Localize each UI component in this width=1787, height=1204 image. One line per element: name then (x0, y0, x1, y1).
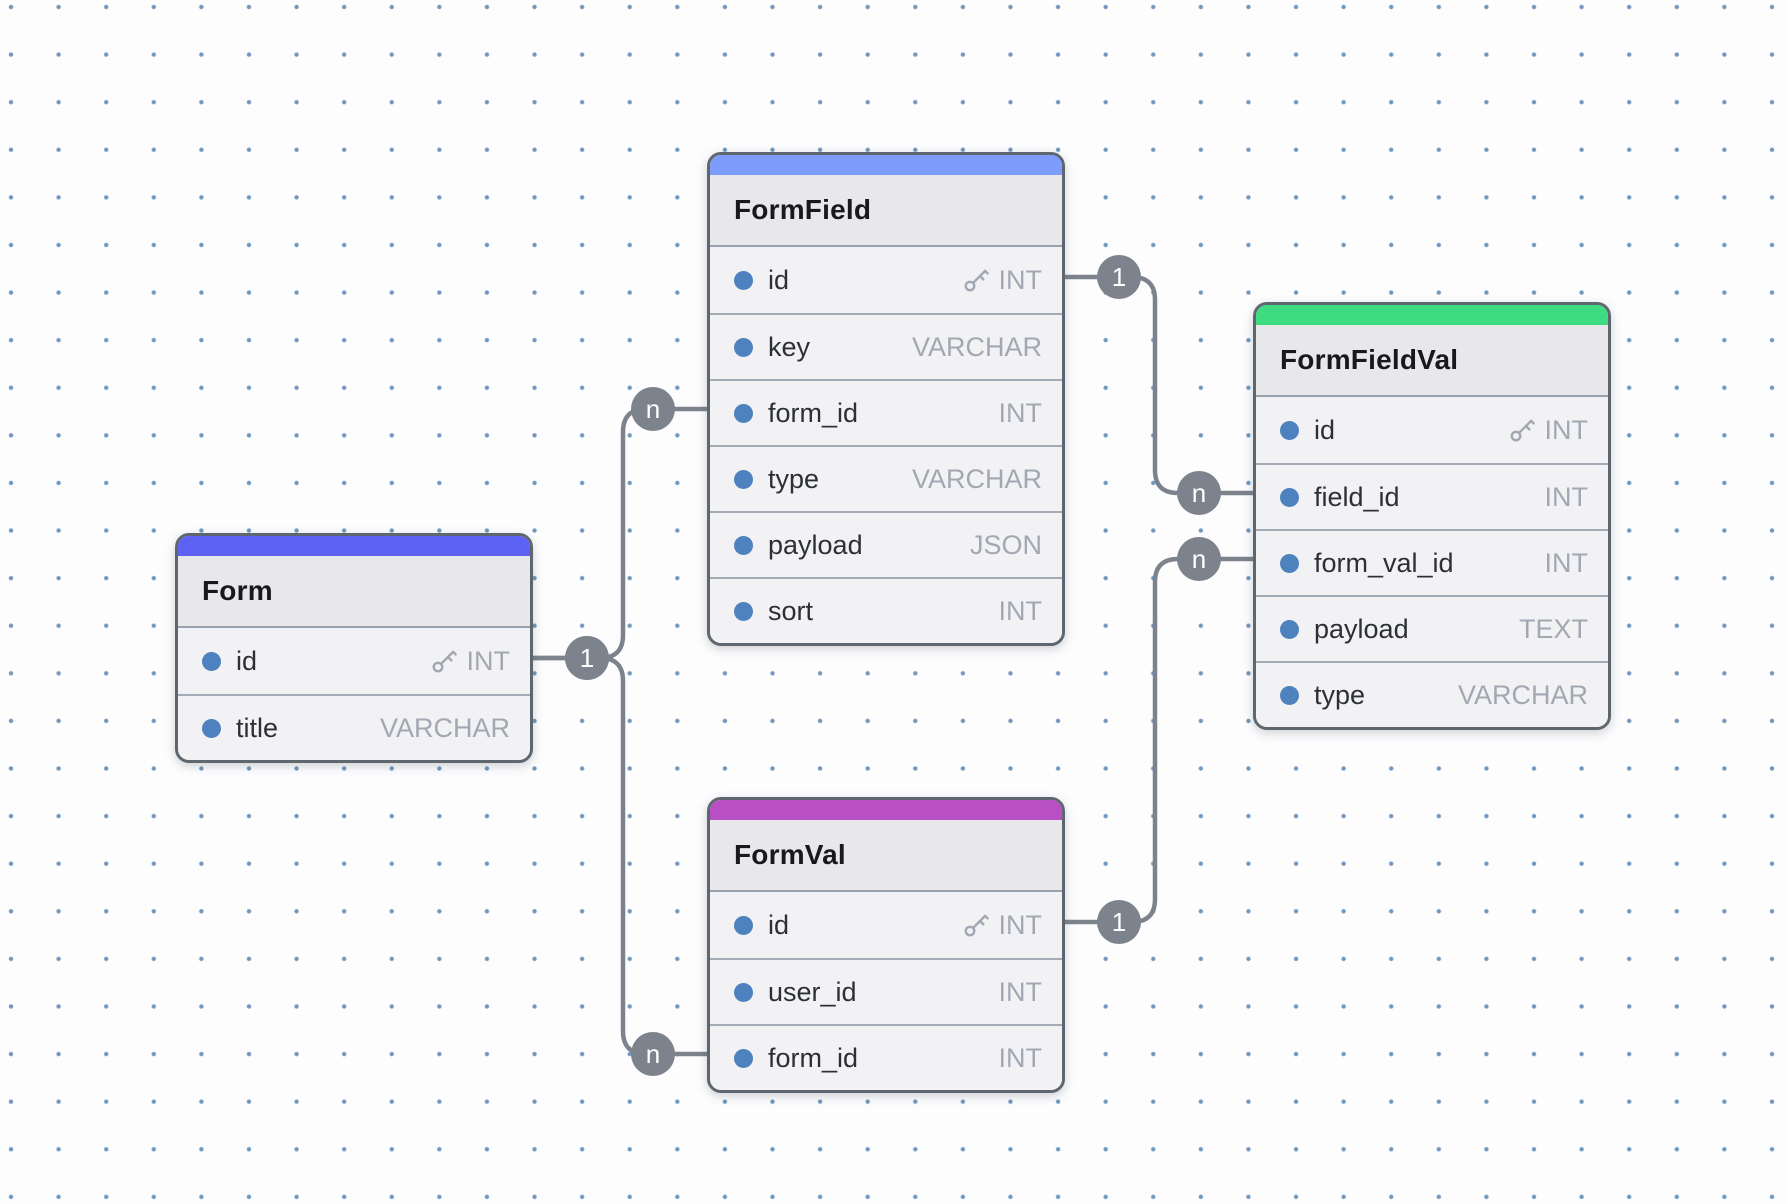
field-name: user_id (768, 976, 857, 1007)
table-title: FormFieldVal (1280, 344, 1459, 375)
field-row: title VARCHAR (178, 694, 530, 760)
field-name: id (768, 264, 790, 295)
field-type: VARCHAR (911, 331, 1042, 362)
field-type: INT (1544, 414, 1589, 445)
field-row: form_id INT (710, 1024, 1062, 1090)
table-title: Form (202, 575, 273, 606)
field-row: type VARCHAR (710, 445, 1062, 511)
field-type: INT (998, 264, 1043, 295)
field-type: VARCHAR (379, 712, 510, 743)
field-type: INT (1544, 547, 1589, 578)
field-row: user_id INT (710, 958, 1062, 1024)
field-type: INT (466, 645, 511, 676)
field-type: INT (998, 1042, 1043, 1073)
cardinality-badge: 1 (1097, 900, 1141, 944)
relationship-line[interactable] (1062, 274, 1256, 496)
table-title: FormVal (734, 839, 846, 870)
table-header: FormVal (710, 820, 1062, 892)
field-dot-icon (734, 982, 753, 1002)
table-title: FormField (734, 194, 872, 225)
field-row: id INT (710, 892, 1062, 958)
table-header: Form (178, 556, 530, 628)
relationship-line[interactable] (1062, 556, 1256, 925)
field-name: type (1314, 679, 1366, 710)
field-type: TEXT (1518, 613, 1588, 644)
field-name: form_id (768, 397, 859, 428)
cardinality-badge: 1 (1097, 255, 1141, 299)
field-dot-icon (734, 270, 753, 290)
field-type: VARCHAR (911, 463, 1042, 494)
field-dot-icon (734, 469, 753, 489)
field-name: form_id (768, 1042, 859, 1073)
cardinality-badge: 1 (565, 636, 609, 680)
field-name: payload (1314, 613, 1409, 644)
field-name: form_val_id (1314, 547, 1454, 578)
field-row: form_val_id INT (1256, 529, 1608, 595)
table-header: FormFieldVal (1256, 325, 1608, 397)
field-row: type VARCHAR (1256, 661, 1608, 727)
field-type: INT (998, 397, 1043, 428)
field-name: sort (768, 595, 814, 626)
field-dot-icon (734, 601, 753, 621)
field-dot-icon (1280, 685, 1299, 705)
field-dot-icon (734, 403, 753, 423)
field-row: payload JSON (710, 511, 1062, 577)
table-accent-bar (710, 155, 1062, 175)
field-name: id (768, 909, 790, 940)
field-dot-icon (734, 915, 753, 935)
table-accent-bar (710, 800, 1062, 820)
field-type: INT (998, 976, 1043, 1007)
field-dot-icon (734, 1048, 753, 1068)
field-row: form_id INT (710, 379, 1062, 445)
field-name: field_id (1314, 481, 1400, 512)
field-dot-icon (202, 651, 221, 671)
field-name: title (236, 712, 279, 743)
field-type: INT (998, 909, 1043, 940)
field-type: INT (998, 595, 1043, 626)
field-dot-icon (734, 535, 753, 555)
field-dot-icon (202, 718, 221, 738)
field-dot-icon (1280, 487, 1299, 507)
field-row: field_id INT (1256, 463, 1608, 529)
field-type: INT (1544, 481, 1589, 512)
field-name: id (236, 645, 258, 676)
relationship-line[interactable] (530, 655, 710, 1057)
field-row: id INT (1256, 397, 1608, 463)
field-type: VARCHAR (1457, 679, 1588, 710)
primary-key-icon (432, 650, 457, 673)
table-accent-bar (178, 536, 530, 556)
field-row: key VARCHAR (710, 313, 1062, 379)
primary-key-icon (1510, 419, 1535, 442)
cardinality-badge: n (631, 1032, 675, 1076)
field-dot-icon (734, 337, 753, 357)
table-accent-bar (1256, 305, 1608, 325)
field-row: sort INT (710, 577, 1062, 643)
field-dot-icon (1280, 553, 1299, 573)
field-name: key (768, 331, 811, 362)
field-row: payload TEXT (1256, 595, 1608, 661)
cardinality-badge: n (1177, 537, 1221, 581)
field-type: JSON (969, 529, 1042, 560)
cardinality-badge: n (1177, 471, 1221, 515)
cardinality-badge: n (631, 387, 675, 431)
field-dot-icon (1280, 420, 1299, 440)
field-name: id (1314, 414, 1336, 445)
table-node-Form[interactable]: Form id INT title VARCHAR (175, 533, 533, 763)
field-row: id INT (710, 247, 1062, 313)
table-header: FormField (710, 175, 1062, 247)
primary-key-icon (964, 914, 989, 937)
primary-key-icon (964, 269, 989, 292)
field-row: id INT (178, 628, 530, 694)
field-dot-icon (1280, 619, 1299, 639)
field-name: payload (768, 529, 863, 560)
field-name: type (768, 463, 820, 494)
relationship-line[interactable] (530, 406, 710, 661)
